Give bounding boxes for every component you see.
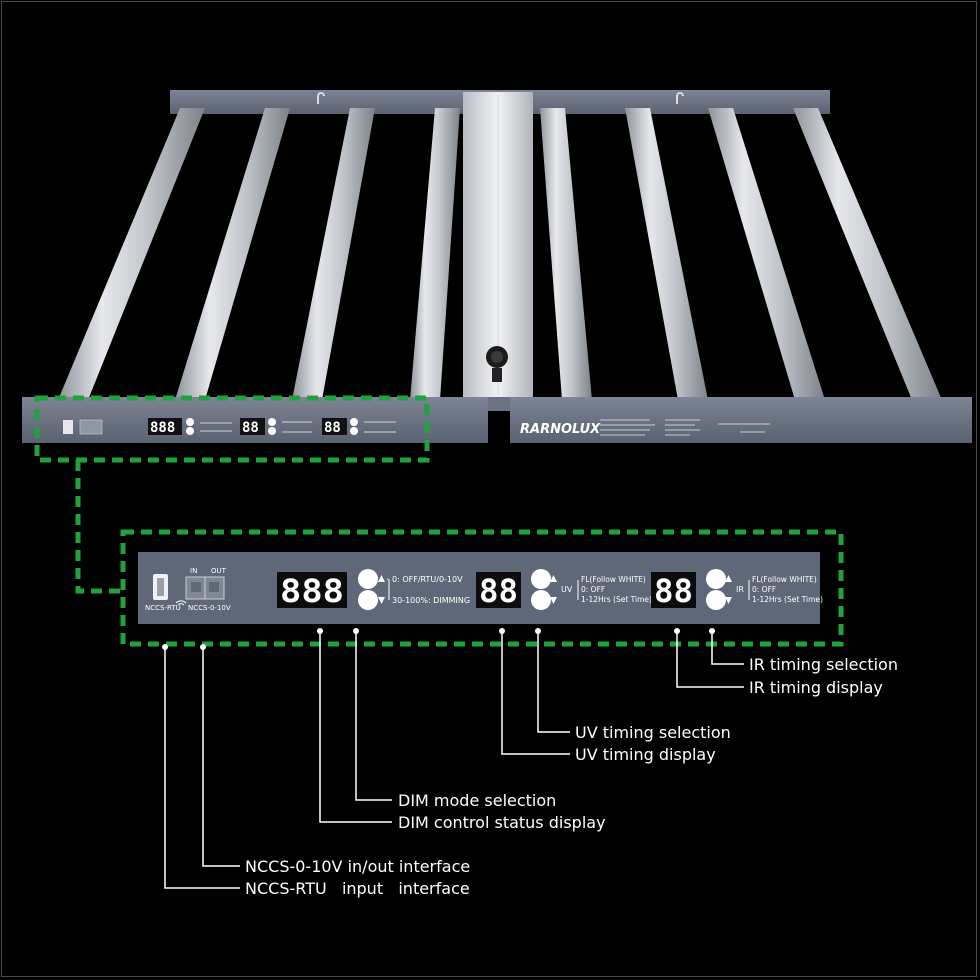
callout-labels: IR timing selection IR timing display UV… [245, 655, 898, 898]
hanging-hook-icon [317, 92, 684, 104]
uv-display-digits: 88 [479, 572, 518, 610]
svg-text:88: 88 [324, 420, 341, 436]
uv-display [476, 572, 521, 608]
ir-tag: IR [736, 585, 744, 594]
uv-tag: UV [561, 585, 573, 594]
ir-up-button[interactable] [706, 569, 726, 589]
ir-option-3: 1-12Hrs (Set Time) [752, 595, 823, 604]
brand-logo: RARNOLUX [520, 422, 601, 437]
light-bar-5 [540, 108, 592, 400]
rj-in-label: IN [190, 567, 197, 575]
callout-uv-selection: UV timing selection [575, 723, 731, 742]
highlight-box-fixture [34, 395, 430, 463]
down-arrow-icon [378, 597, 385, 604]
callout-dim-selection: DIM mode selection [398, 791, 556, 810]
light-bar-1 [58, 108, 205, 400]
usb-port-label: NCCS-RTU [145, 604, 181, 612]
bottom-rail-right [510, 397, 972, 443]
rj-port-label: NCCS-0-10V [188, 604, 231, 612]
callout-ir-display: IR timing display [749, 678, 883, 697]
uv-option-3: 1-12Hrs (Set Time) [581, 595, 652, 604]
dim-up-button[interactable] [358, 569, 378, 589]
uv-option-1: FL(Follow WHITE) [581, 575, 646, 584]
callout-ir-selection: IR timing selection [749, 655, 898, 674]
leader-dots [162, 628, 715, 650]
down-arrow-icon [550, 597, 557, 604]
svg-text:88: 88 [242, 420, 259, 436]
dim-option-1: 0: OFF/RTU/0-10V [392, 575, 463, 584]
usb-port-icon[interactable] [153, 574, 168, 600]
ir-option-2: 0: OFF [752, 585, 776, 594]
callout-nccs-rtu: NCCS-RTU input interface [245, 879, 470, 898]
spec-label-lines [600, 419, 770, 436]
callout-dim-display: DIM control status display [398, 813, 606, 832]
dim-down-button[interactable] [358, 590, 378, 610]
light-bar-8 [793, 108, 942, 400]
mini-control-panel: 888 88 88 [63, 418, 396, 436]
callout-nccs-010v: NCCS-0-10V in/out interface [245, 857, 470, 876]
dim-option-2: 30-100%: DIMMING [392, 596, 470, 605]
uv-up-button[interactable] [531, 569, 551, 589]
dim-display [277, 572, 347, 608]
light-bars [58, 108, 942, 400]
ir-down-button[interactable] [706, 590, 726, 610]
svg-text:888: 888 [150, 420, 175, 436]
power-connector-icon [486, 346, 508, 382]
down-arrow-icon [725, 597, 732, 604]
uv-option-2: 0: OFF [581, 585, 605, 594]
wifi-icon [175, 600, 187, 606]
dim-display-digits: 888 [280, 572, 344, 610]
grow-light-fixture: 888 88 88 RARNOLUX [22, 90, 972, 443]
light-bar-2 [175, 108, 290, 400]
ir-display [651, 572, 696, 608]
light-bar-6 [625, 108, 708, 400]
up-arrow-icon [550, 575, 557, 582]
up-arrow-icon [725, 575, 732, 582]
light-bar-4 [410, 108, 460, 400]
callout-uv-display: UV timing display [575, 745, 716, 764]
rj-out-label: OUT [211, 567, 227, 575]
enlarged-control-panel: NCCS-RTU IN OUT NCCS-0-10V 888 0: OFF/RT… [138, 552, 823, 624]
light-bar-7 [708, 108, 825, 400]
highlight-box-panel [120, 529, 844, 647]
leader-lines [164, 631, 744, 889]
ir-option-1: FL(Follow WHITE) [752, 575, 817, 584]
uv-down-button[interactable] [531, 590, 551, 610]
rj45-port-icon[interactable] [185, 576, 225, 600]
up-arrow-icon [378, 575, 385, 582]
light-bar-3 [292, 108, 375, 400]
ir-display-digits: 88 [654, 572, 693, 610]
highlight-connector [75, 460, 123, 594]
